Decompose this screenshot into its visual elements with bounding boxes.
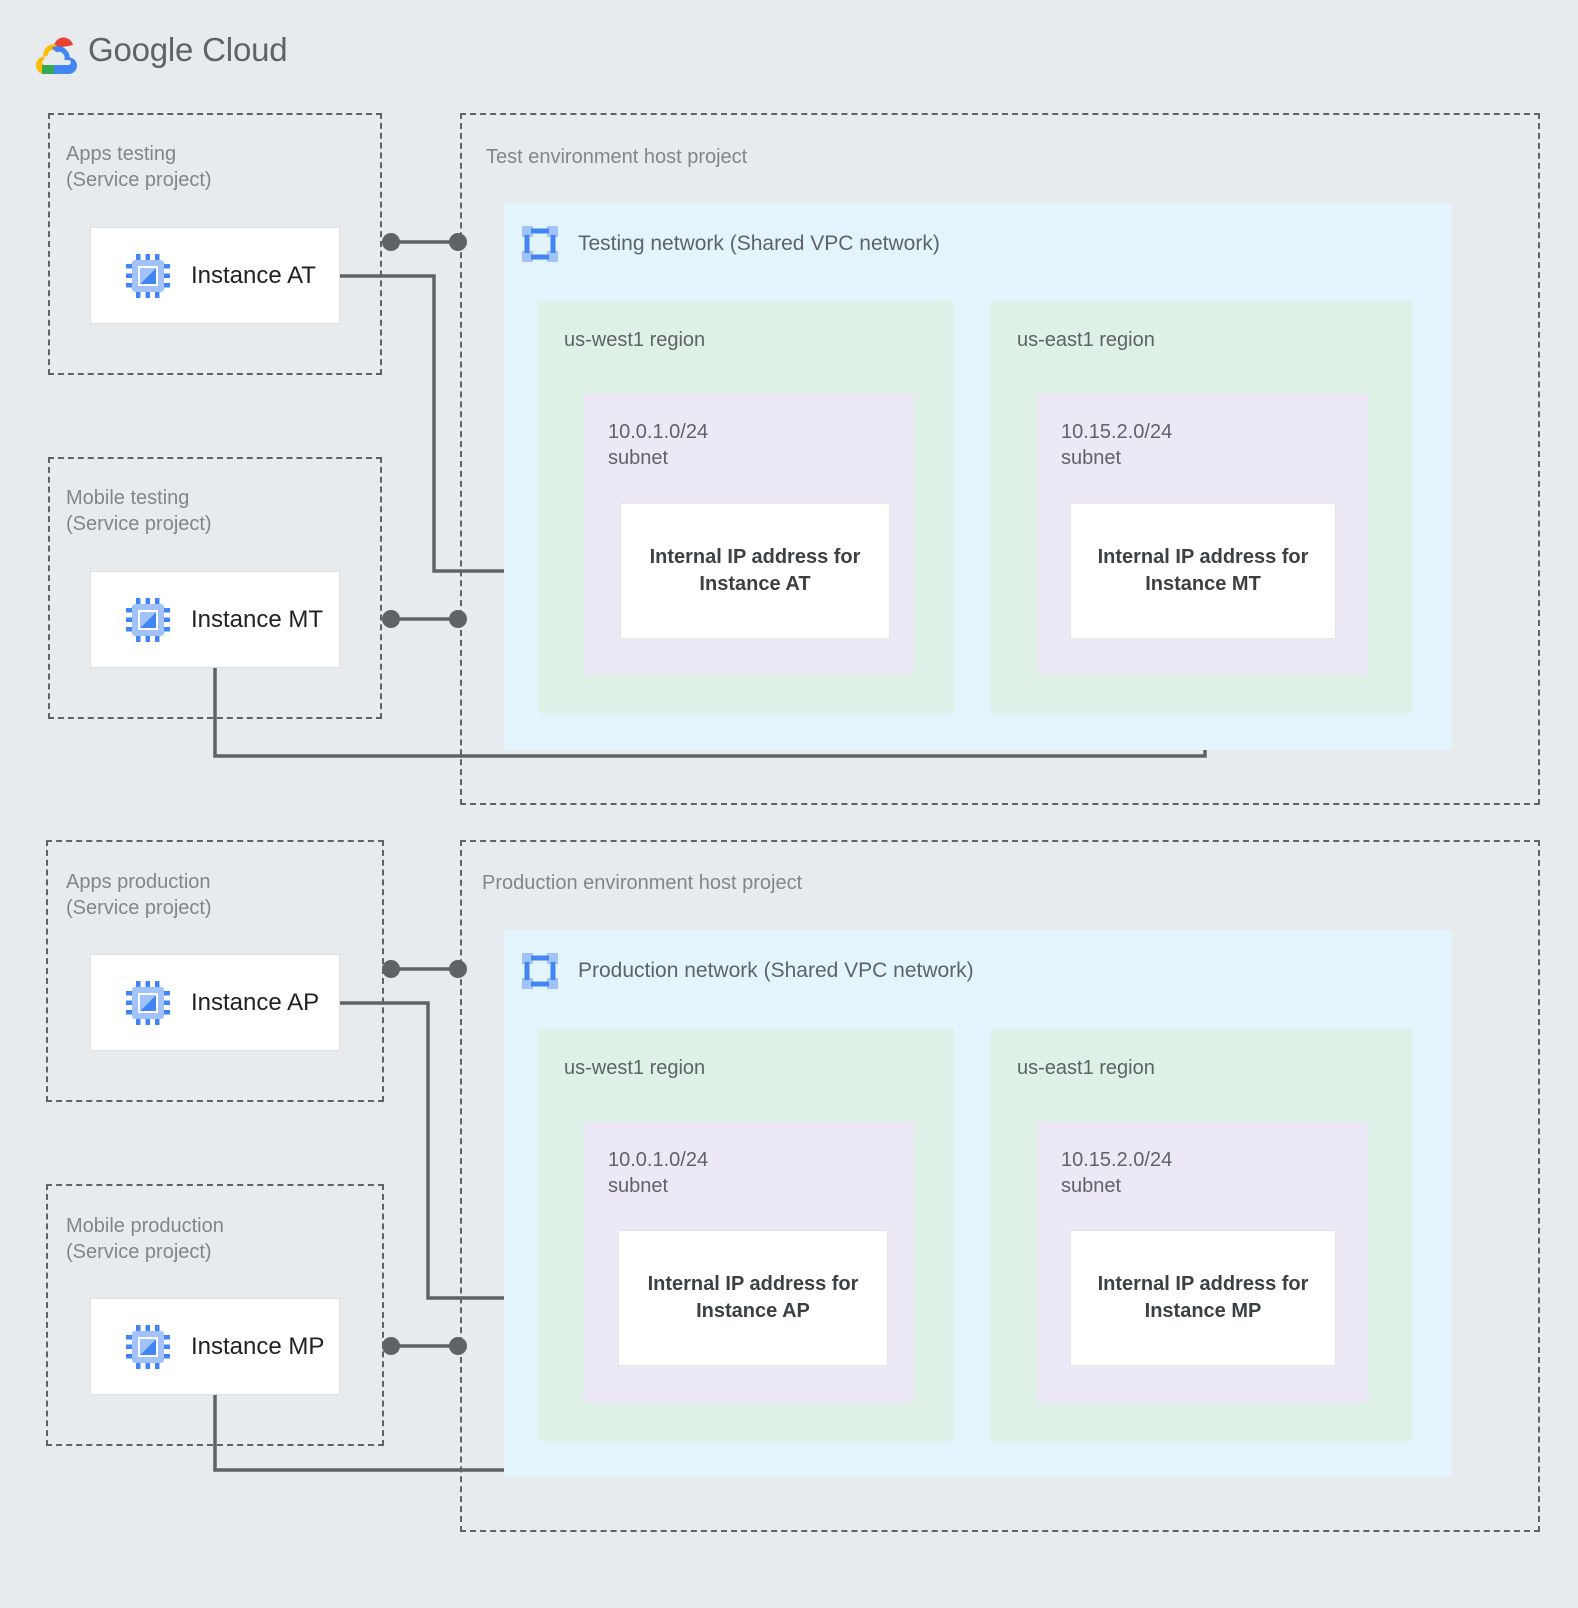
google-cloud-logo-icon — [30, 34, 82, 78]
subnet-10-0-1-0-24-prod-label: 10.0.1.0/24 subnet — [608, 1149, 709, 1197]
instance-card-at[interactable]: Instance AT — [90, 227, 340, 324]
host-project-test-environment[interactable] — [460, 113, 1540, 805]
google-cloud-logo: Google Cloud — [30, 30, 330, 86]
instance-card-at-label: Instance AT — [191, 261, 316, 289]
service-project-mobile-testing[interactable] — [48, 457, 382, 719]
testing-network-label: Testing network (Shared VPC network) — [578, 232, 940, 255]
wire-dot — [449, 233, 467, 251]
region-us-east1-prod-label: us-east1 region — [1017, 1057, 1155, 1079]
google-cloud-wordmark: Google Cloud — [88, 31, 288, 68]
ip-card-instance-mt[interactable]: Internal IP address for Instance MT — [1070, 503, 1336, 639]
wire-dot — [449, 610, 467, 628]
vm-instance-icon — [125, 597, 171, 643]
wire-dot — [449, 960, 467, 978]
ip-card-instance-ap-label: Internal IP address for Instance AP — [647, 1273, 859, 1322]
vpc-network-icon — [520, 224, 560, 264]
vm-instance-icon — [125, 253, 171, 299]
region-us-west1-prod-label: us-west1 region — [564, 1057, 706, 1079]
host-project-production-environment-label: Production environment host project — [482, 872, 803, 894]
wire-dot — [382, 233, 400, 251]
vm-instance-icon — [125, 980, 171, 1026]
wire-dot — [382, 1337, 400, 1355]
region-us-west1-test-label: us-west1 region — [564, 329, 706, 351]
service-project-apps-testing-label: Apps testing (Service project) — [66, 143, 212, 191]
wire-dot — [382, 960, 400, 978]
testing-network-header: Testing network (Shared VPC network) — [520, 224, 940, 264]
service-project-mobile-production-label: Mobile production (Service project) — [66, 1215, 224, 1263]
instance-card-ap[interactable]: Instance AP — [90, 954, 340, 1051]
wire-dot — [382, 610, 400, 628]
service-project-mobile-testing-label: Mobile testing (Service project) — [66, 487, 212, 535]
ip-card-instance-at[interactable]: Internal IP address for Instance AT — [620, 503, 890, 639]
subnet-10-15-2-0-24-test-label: 10.15.2.0/24 subnet — [1061, 421, 1173, 469]
wire-dot — [449, 1337, 467, 1355]
host-project-test-environment-label: Test environment host project — [486, 146, 748, 168]
vpc-network-icon — [520, 951, 560, 991]
host-project-production-environment[interactable] — [460, 840, 1540, 1532]
production-network-label: Production network (Shared VPC network) — [578, 959, 974, 982]
vm-instance-icon — [125, 1324, 171, 1370]
instance-card-mt[interactable]: Instance MT — [90, 571, 340, 668]
service-project-mobile-production[interactable] — [46, 1184, 384, 1446]
instance-card-mt-label: Instance MT — [191, 605, 324, 633]
service-project-apps-testing[interactable] — [48, 113, 382, 375]
ip-card-instance-mp[interactable]: Internal IP address for Instance MP — [1070, 1230, 1336, 1366]
instance-card-ap-label: Instance AP — [191, 988, 320, 1016]
service-project-apps-production-label: Apps production (Service project) — [66, 871, 212, 919]
ip-card-instance-ap[interactable]: Internal IP address for Instance AP — [618, 1230, 888, 1366]
service-project-apps-production[interactable] — [46, 840, 384, 1102]
ip-card-instance-at-label: Internal IP address for Instance AT — [649, 546, 861, 595]
instance-card-mp-label: Instance MP — [191, 1332, 325, 1360]
region-us-east1-test-label: us-east1 region — [1017, 329, 1155, 351]
production-network-header: Production network (Shared VPC network) — [520, 951, 974, 991]
instance-card-mp[interactable]: Instance MP — [90, 1298, 340, 1395]
subnet-10-15-2-0-24-prod-label: 10.15.2.0/24 subnet — [1061, 1149, 1173, 1197]
ip-card-instance-mp-label: Internal IP address for Instance MP — [1097, 1273, 1309, 1322]
subnet-10-0-1-0-24-test-label: 10.0.1.0/24 subnet — [608, 421, 709, 469]
ip-card-instance-mt-label: Internal IP address for Instance MT — [1097, 546, 1309, 595]
